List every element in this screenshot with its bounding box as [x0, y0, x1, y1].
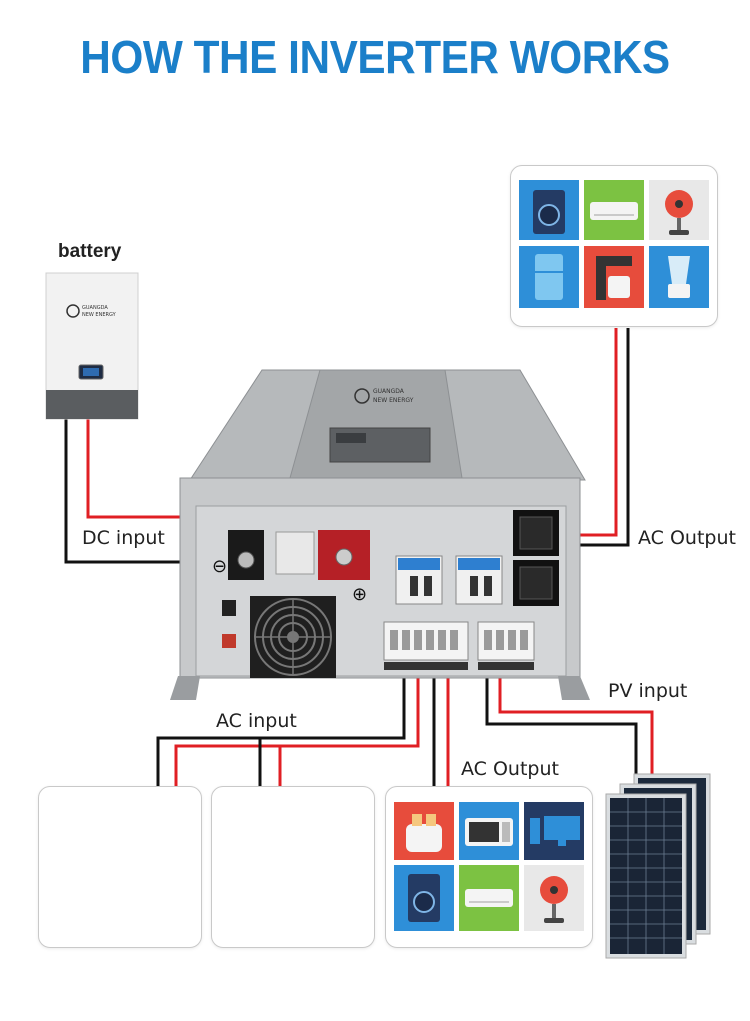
battery-unit: GUANGDA NEW ENERGY — [45, 272, 139, 420]
ac-output-bottom-label: AC Output — [461, 758, 559, 780]
battery-brand-line1: GUANGDA — [82, 305, 108, 311]
battery-logo-icon — [66, 304, 80, 318]
solar-panels-icon — [605, 773, 711, 959]
pv-input-label: PV input — [608, 680, 688, 702]
ac-out-black-wire-top — [570, 328, 630, 547]
pv-red-wire — [498, 668, 654, 776]
battery-label: battery — [58, 241, 122, 262]
page-title: HOW THE INVERTER WORKS — [80, 31, 670, 83]
bottom-appliances-card — [385, 786, 593, 948]
battery-brand-line2: NEW ENERGY — [82, 312, 117, 318]
dc-input-label: DC input — [82, 527, 165, 549]
pv-black-wire — [485, 668, 638, 776]
solar-panel-front — [605, 793, 687, 959]
ac-input-black-wire — [156, 668, 406, 786]
inverter: GUANGDA NEW ENERGY ⊖ ⊕ — [170, 369, 590, 700]
cooling-fan-icon — [250, 596, 336, 678]
minus-sign-icon: ⊖ — [212, 556, 227, 577]
top-appliances-card — [510, 165, 718, 327]
inverter-brand-line2: NEW ENERGY — [373, 397, 414, 404]
motor-card — [211, 786, 375, 948]
ac-input-red-wire — [174, 668, 420, 786]
ac-out-red-wire-top — [570, 328, 618, 537]
inverter-brand-line1: GUANGDA — [373, 388, 405, 395]
ac-input-label: AC input — [216, 710, 297, 732]
inverter-logo-icon — [354, 388, 370, 404]
grid-card — [38, 786, 202, 948]
ac-output-right-label: AC Output — [638, 527, 736, 549]
plus-sign-icon: ⊕ — [352, 584, 367, 605]
